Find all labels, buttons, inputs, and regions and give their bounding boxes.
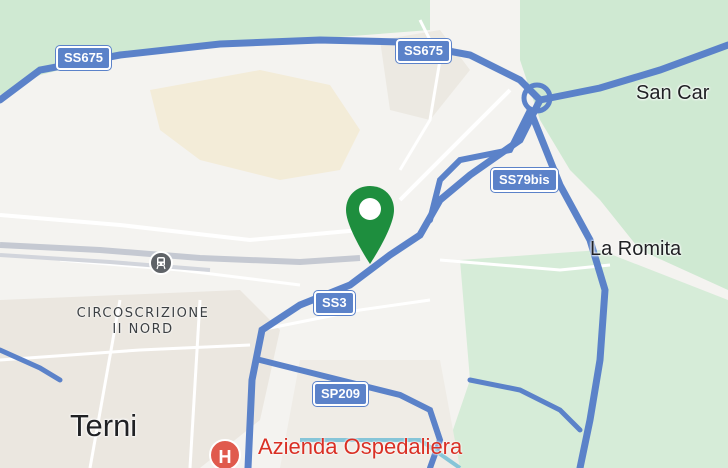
shield-ss675-west: SS675 <box>56 46 112 70</box>
train-glyph-icon <box>156 257 166 270</box>
hospital-icon[interactable]: H <box>209 439 241 468</box>
park-area-north <box>0 0 430 95</box>
district-label: CIRCOSCRIZIONE II NORD <box>58 306 228 338</box>
urban-area-terni <box>0 290 280 468</box>
park-area-east <box>520 0 728 290</box>
park-area-southeast <box>440 250 728 468</box>
shield-sp209: SP209 <box>313 382 369 406</box>
place-label-la-romita[interactable]: La Romita <box>590 238 682 260</box>
place-label-san-carlo[interactable]: San Car <box>636 82 710 104</box>
shield-ss675-north: SS675 <box>396 39 452 63</box>
shield-ss3: SS3 <box>314 291 355 315</box>
district-label-line2: II NORD <box>112 322 174 337</box>
train-station-icon[interactable] <box>149 251 173 275</box>
shield-ss79bis: SS79bis <box>491 168 558 192</box>
hospital-label[interactable]: Azienda Ospedaliera <box>258 434 463 459</box>
place-label-terni[interactable]: Terni <box>70 408 138 443</box>
urban-area-north <box>150 70 360 180</box>
district-label-line1: CIRCOSCRIZIONE <box>76 306 210 321</box>
location-pin-icon[interactable] <box>344 184 396 268</box>
